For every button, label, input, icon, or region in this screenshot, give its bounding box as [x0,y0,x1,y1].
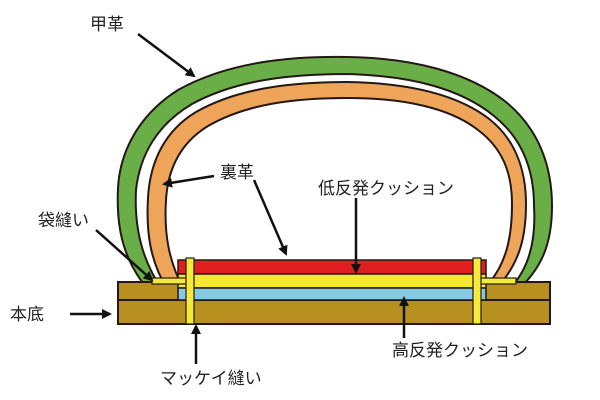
red-layer [177,259,487,275]
bag-stitch-label: 袋縫い [38,211,89,231]
bag-stitch-arrow [95,229,154,282]
mackay-stitch-right [472,257,482,325]
lining-leather-label: 裏革 [220,162,254,183]
bag-stitch-right [479,277,517,285]
bag-stitch-left [151,277,189,285]
mackay-stitch-left [185,257,195,325]
sole-main [117,299,551,325]
lining-to-red-arrow [252,179,288,256]
lining-leather-arrow [162,174,215,188]
upper-leather-arrow [137,33,196,78]
mackay-stitch-label: マッケイ縫い [160,369,262,389]
upper-leather-label: 甲革 [90,15,124,35]
low-rebound-cushion-layer [177,273,487,289]
low-rebound-cushion-label: 低反発クッション [318,179,454,199]
high-rebound-cushion-label: 高反発クッション [392,341,528,361]
high-rebound-cushion-layer [177,287,487,301]
sole-label: 本底 [10,305,44,325]
